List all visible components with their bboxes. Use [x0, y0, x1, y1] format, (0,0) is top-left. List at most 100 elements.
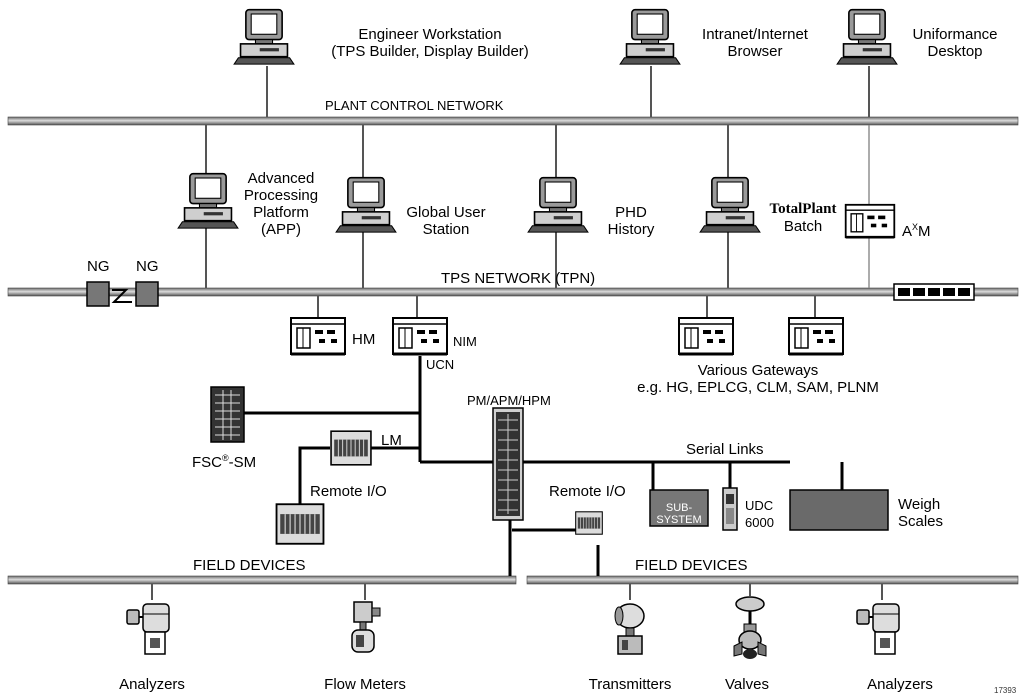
global-user-station-label: Global User Station: [396, 204, 496, 238]
uniformance-desktop-label: Uniformance Desktop: [900, 26, 1010, 60]
hm-label: HM: [352, 331, 376, 348]
axm-module-icon: [844, 203, 896, 239]
ng-left-icon: [86, 281, 110, 307]
tpn-terminator-icon: [893, 283, 975, 301]
remote-io-right-icon: [575, 510, 603, 536]
subsystem-box-icon: [649, 489, 709, 527]
tps-network-bus: [7, 287, 1019, 297]
app-line3: Platform: [253, 204, 309, 221]
plant-control-network-label: PLANT CONTROL NETWORK: [325, 98, 504, 113]
subsystem-line2: SYSTEM: [656, 514, 702, 526]
field-device-label: Analyzers: [867, 676, 933, 693]
remote-io-right-label: Remote I/O: [549, 483, 626, 500]
tpn-module-lines: [317, 296, 816, 318]
fsc-base: FSC: [192, 454, 222, 471]
phd-history-icon: [527, 176, 589, 233]
global-user-station-icon: [335, 176, 397, 233]
intranet-browser-icon: [619, 8, 681, 65]
weigh-line1: Weigh: [898, 496, 941, 513]
gateway-module-icon: [787, 316, 845, 356]
field-device-lines: [151, 584, 883, 600]
various-gateways-label: Various Gateways e.g. HG, EPLCG, CLM, SA…: [598, 362, 918, 396]
ng-left-label: NG: [87, 258, 110, 275]
subsystem-line1: SUB-: [665, 502, 693, 514]
analyzer-icon: [126, 603, 170, 655]
totalplant-brand: TotalPlant: [769, 201, 837, 217]
totalplant-batch-label: TotalPlant Batch: [758, 201, 848, 235]
fsc-sm-label: FSC®-SM: [192, 450, 256, 471]
field-device-label: Transmitters: [588, 676, 672, 693]
fsc-tail: -SM: [228, 454, 257, 471]
field-devices-left-label: FIELD DEVICES: [193, 557, 306, 574]
field-device-label: Valves: [725, 676, 769, 693]
axm-tail: M: [918, 223, 931, 240]
phd-history-label: PHD History: [596, 204, 666, 238]
ng-link-icon: [111, 289, 132, 303]
flow-meter-icon: [351, 601, 381, 653]
weigh-scales-label: Weigh Scales: [898, 496, 943, 530]
transmitter-icon: [614, 603, 645, 655]
udc-6000-label: UDC 6000: [745, 497, 774, 531]
udc-6000-icon: [722, 487, 738, 531]
udc-line1: UDC: [745, 498, 774, 513]
remote-io-left-icon: [275, 503, 325, 545]
app-line4: (APP): [260, 221, 301, 238]
field-bus-right: [526, 575, 1019, 585]
field-bus-left: [7, 575, 517, 585]
udc-line2: 6000: [745, 515, 774, 530]
valve-icon: [732, 595, 768, 661]
app-line1: Advanced: [247, 170, 315, 187]
gateways-line2: e.g. HG, EPLCG, CLM, SAM, PLNM: [637, 379, 879, 396]
plant-control-network-bus: [7, 116, 1019, 126]
ng-right-icon: [135, 281, 159, 307]
axm-label: AXM: [902, 219, 931, 240]
ng-right-label: NG: [136, 258, 159, 275]
axm-sup: X: [912, 222, 919, 232]
lm-label: LM: [381, 432, 402, 449]
app-workstation-icon: [177, 172, 239, 229]
fsc-sm-rack-icon: [210, 386, 245, 443]
nim-module-icon: [391, 316, 449, 356]
figure-number: 17393: [994, 686, 1017, 695]
totalplant-batch-icon: [699, 176, 761, 233]
ucn-lines: [242, 356, 844, 576]
subsystem-label: SUB- SYSTEM: [650, 502, 708, 526]
engineer-workstation-label: Engineer Workstation (TPS Builder, Displ…: [305, 26, 555, 60]
phd-line2: History: [607, 221, 655, 238]
engineer-workstation-icon: [233, 8, 295, 65]
phd-line1: PHD: [615, 204, 647, 221]
analyzer-icon: [856, 603, 900, 655]
weigh-scales-box-icon: [789, 489, 889, 531]
gateway-module-icon: [677, 316, 735, 356]
field-device-label: Analyzers: [119, 676, 185, 693]
intranet-browser-label: Intranet/Internet Browser: [685, 26, 825, 60]
batch-line2: Batch: [783, 218, 823, 235]
app-line2: Processing: [243, 187, 319, 204]
gus-line2: Station: [422, 221, 470, 238]
gateways-line1: Various Gateways: [697, 362, 819, 379]
axm-base: A: [902, 223, 913, 240]
pm-apm-hpm-cabinet-icon: [492, 407, 524, 521]
pcn-drop-lines: [266, 66, 870, 117]
uniformance-desktop-icon: [836, 8, 898, 65]
gus-line1: Global User: [406, 204, 486, 221]
uniformance-line1: Uniformance: [912, 26, 998, 43]
lm-rack-icon: [330, 430, 372, 466]
serial-links-label: Serial Links: [686, 441, 764, 458]
hm-module-icon: [289, 316, 347, 356]
weigh-line2: Scales: [898, 513, 944, 530]
field-devices-right-label: FIELD DEVICES: [635, 557, 748, 574]
intranet-browser-line1: Intranet/Internet: [702, 26, 808, 43]
tps-network-label: TPS NETWORK (TPN): [441, 270, 596, 287]
fsc-registered-mark: ®: [222, 453, 229, 463]
app-label: Advanced Processing Platform (APP): [236, 170, 326, 238]
nim-label: NIM: [453, 334, 477, 349]
pm-apm-hpm-label: PM/APM/HPM: [467, 393, 551, 408]
engineer-workstation-title: Engineer Workstation: [358, 26, 502, 43]
field-device-label: Flow Meters: [324, 676, 406, 693]
ucn-label: UCN: [426, 357, 455, 372]
intranet-browser-line2: Browser: [727, 43, 783, 60]
engineer-workstation-subtitle: (TPS Builder, Display Builder): [331, 43, 529, 60]
